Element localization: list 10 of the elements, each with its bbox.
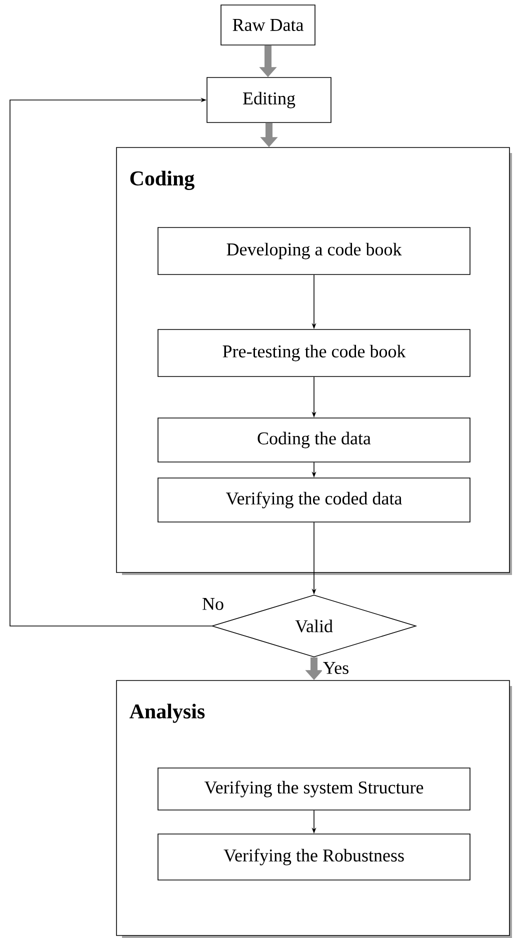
process-box: Verifying the system Structure — [158, 768, 470, 810]
process-box: Verifying the coded data — [158, 478, 470, 522]
edge-label: Yes — [322, 661, 350, 675]
process-box: Raw Data — [220, 4, 316, 46]
process-box: Verifying the Robustness — [158, 834, 470, 880]
process-box: Editing — [206, 77, 332, 123]
arrow — [10, 98, 212, 626]
process-box: Pre-testing the code book — [158, 329, 470, 377]
process-box: Developing a code book — [158, 227, 470, 275]
process-box: Coding the data — [158, 418, 470, 462]
